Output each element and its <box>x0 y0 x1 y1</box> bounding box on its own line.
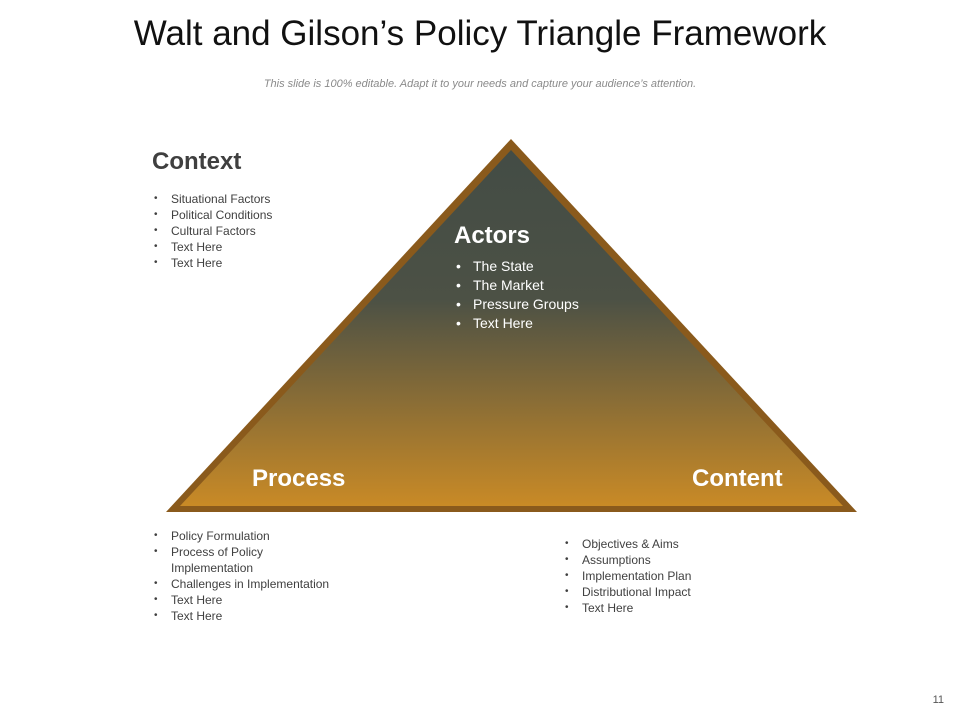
actors-list: The State The Market Pressure Groups Tex… <box>454 257 654 333</box>
slide-subtitle: This slide is 100% editable. Adapt it to… <box>263 78 697 90</box>
process-heading: Process <box>252 465 346 492</box>
process-list: Policy Formulation Process of Policy Imp… <box>152 528 367 624</box>
list-item: Situational Factors <box>152 191 352 207</box>
context-heading: Context <box>152 148 242 175</box>
list-item: Text Here <box>152 239 352 255</box>
list-item: Objectives & Aims <box>563 536 783 552</box>
list-item: Assumptions <box>563 552 783 568</box>
slide-title: Walt and Gilson’s Policy Triangle Framew… <box>133 14 827 53</box>
list-item: Distributional Impact <box>563 584 783 600</box>
list-item: The State <box>454 257 654 276</box>
list-item: Cultural Factors <box>152 223 352 239</box>
list-item: Text Here <box>152 255 352 271</box>
content-heading: Content <box>692 465 783 492</box>
list-item: Policy Formulation <box>152 528 367 544</box>
list-item: The Market <box>454 276 654 295</box>
content-list: Objectives & Aims Assumptions Implementa… <box>563 536 783 616</box>
list-item: Text Here <box>454 314 654 333</box>
list-item: Pressure Groups <box>454 295 654 314</box>
list-item: Text Here <box>563 600 783 616</box>
actors-heading: Actors <box>454 222 531 249</box>
context-list: Situational Factors Political Conditions… <box>152 191 352 271</box>
list-item: Process of Policy Implementation <box>152 544 311 576</box>
list-item: Challenges in Implementation <box>152 576 367 592</box>
list-item: Political Conditions <box>152 207 352 223</box>
list-item: Text Here <box>152 608 367 624</box>
list-item: Text Here <box>152 592 367 608</box>
list-item: Implementation Plan <box>563 568 783 584</box>
page-number: 11 <box>932 694 944 706</box>
